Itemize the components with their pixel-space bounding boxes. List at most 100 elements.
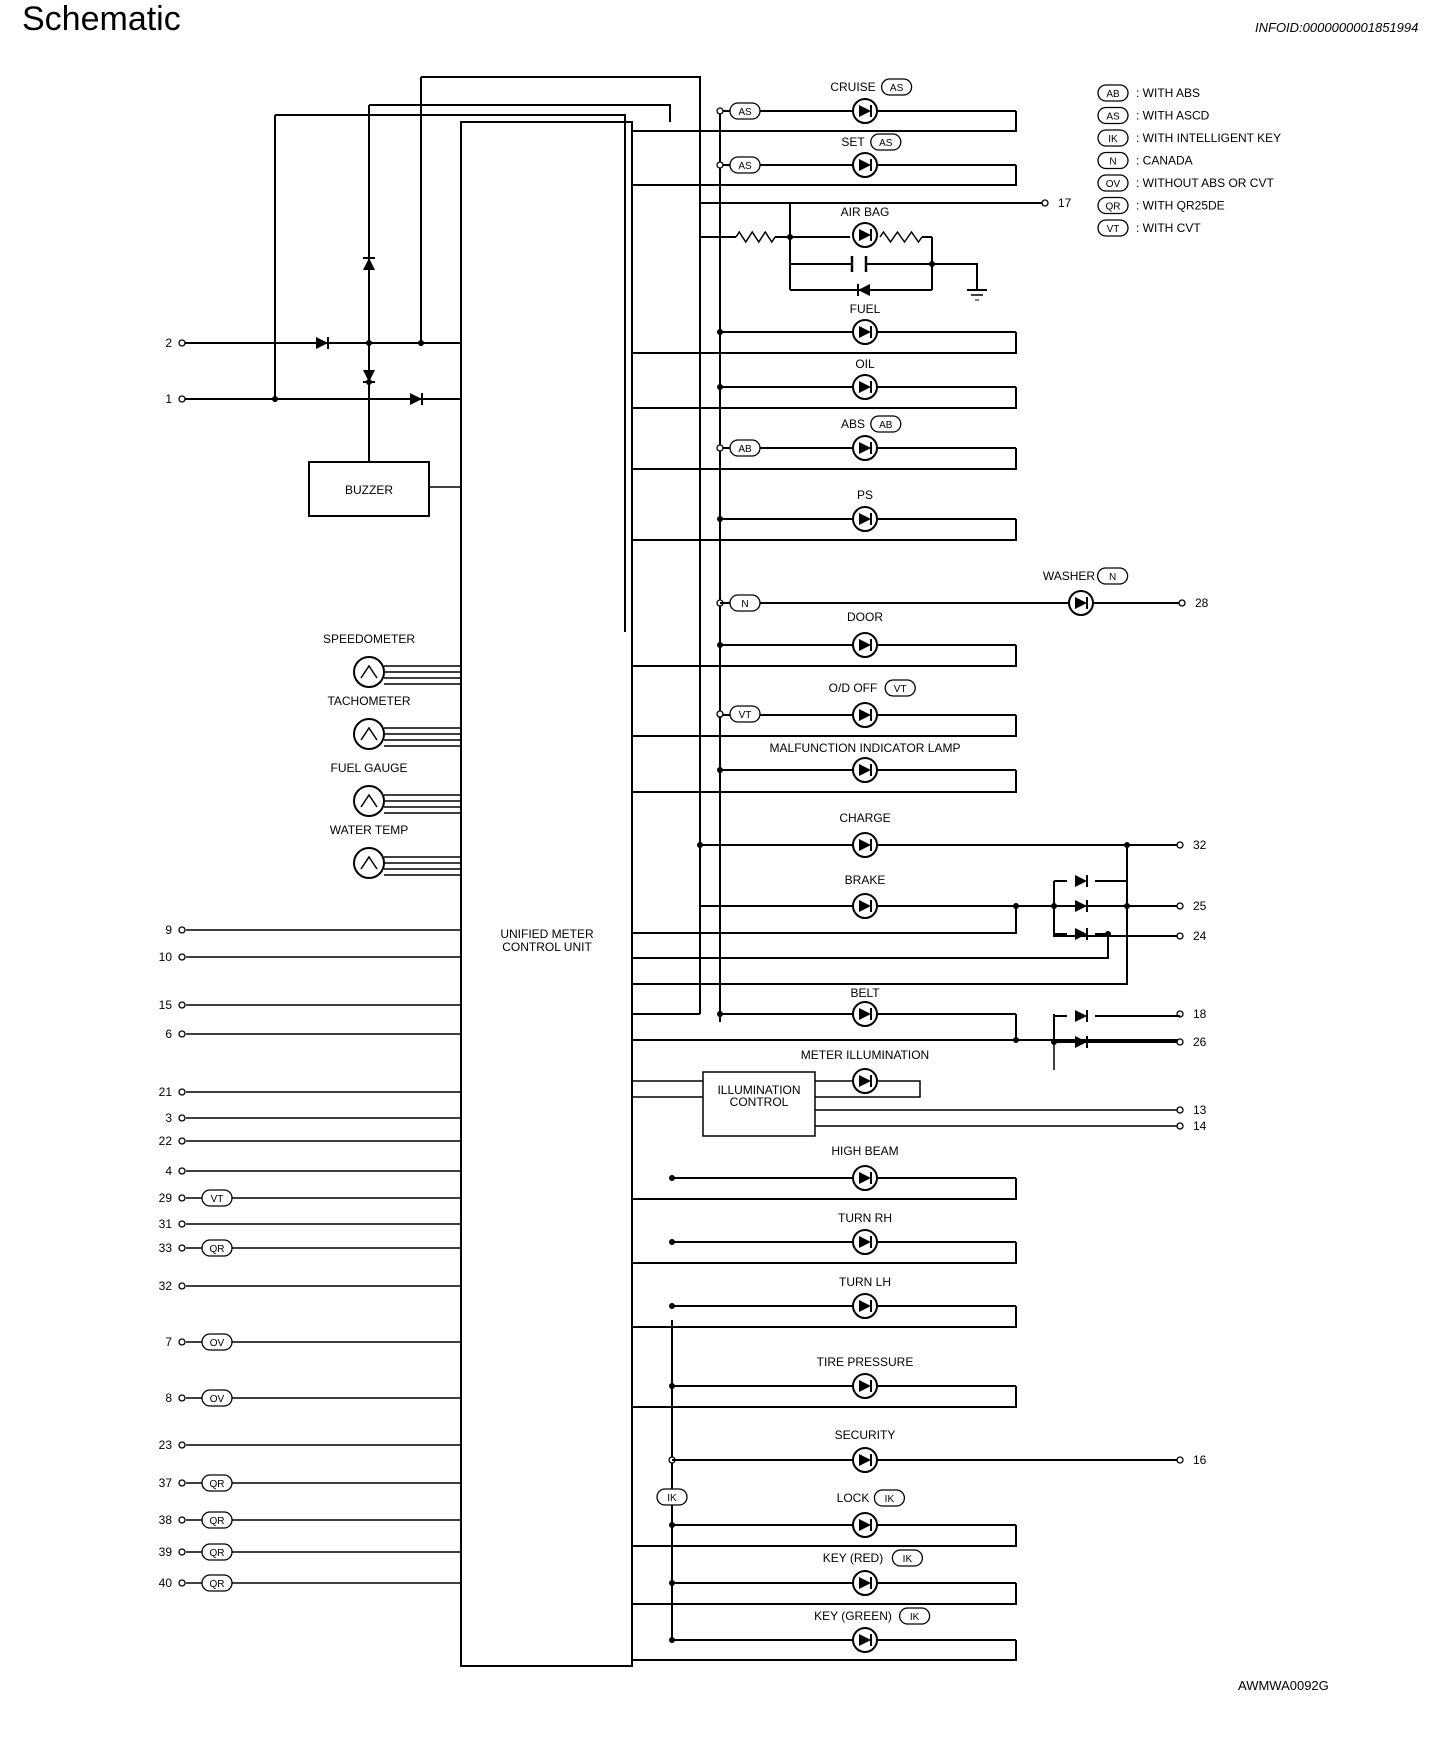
junction-dot [669, 1303, 675, 1309]
lamp-label: LOCK [837, 1491, 870, 1505]
lamp-diode [859, 159, 871, 171]
document-id: INFOID:0000000001851994 [1255, 20, 1419, 35]
option-tag-text: IK [903, 1554, 913, 1565]
terminal-point [1176, 932, 1184, 940]
terminal-point [178, 1001, 186, 1009]
terminal-point [178, 1030, 186, 1038]
junction-dot [669, 1383, 675, 1389]
junction-dot [717, 516, 723, 522]
lamp-diode [859, 1008, 871, 1020]
terminal-number: 38 [159, 1513, 173, 1527]
lamp-diode [859, 442, 871, 454]
lamp-label: AIR BAG [841, 205, 890, 219]
terminal-point [178, 1282, 186, 1290]
terminal-number: 22 [159, 1134, 173, 1148]
wire [632, 1014, 1017, 1041]
terminal-point [178, 1579, 186, 1587]
gauge-label: SPEEDOMETER [323, 632, 415, 646]
option-tag [201, 1574, 233, 1592]
terminal-number: 8 [165, 1391, 172, 1405]
option-tag [201, 1333, 233, 1351]
wire [1016, 1039, 1055, 1070]
terminal-point [716, 444, 724, 452]
terminal-point [178, 1244, 186, 1252]
option-tag [1097, 219, 1129, 237]
gauge-needle [360, 726, 378, 741]
lamp-diode [1075, 597, 1087, 609]
diode-icon [858, 284, 870, 296]
junction-dot [1124, 842, 1130, 848]
gauge-label: TACHOMETER [327, 694, 410, 708]
terminal-number: 6 [165, 1027, 172, 1041]
wire [632, 906, 1128, 985]
terminal-number: 9 [165, 923, 172, 937]
terminal-point [716, 107, 724, 115]
option-tag-text: AB [1106, 89, 1120, 100]
lamp-label: BELT [850, 986, 880, 1000]
junction-dot [669, 1175, 675, 1181]
lamp-diode [859, 326, 871, 338]
option-tag [1096, 567, 1129, 585]
option-tag-text: IK [667, 1493, 677, 1504]
diode-icon [363, 370, 375, 382]
diode-icon [1075, 928, 1087, 940]
lamp-return-wire [632, 715, 1017, 737]
option-tag-text: AS [738, 107, 752, 118]
lamp-label: CRUISE [830, 80, 875, 94]
lamp-diode [859, 1172, 871, 1184]
option-tag [1097, 106, 1129, 125]
lamp-return-wire [632, 111, 1017, 132]
legend-text: : WITH INTELLIGENT KEY [1136, 131, 1281, 145]
option-tag [880, 78, 913, 96]
option-tag [729, 594, 761, 612]
terminal-point [178, 1194, 186, 1202]
lamp-return-wire [632, 1640, 1017, 1661]
terminal-number: 26 [1193, 1035, 1207, 1049]
terminal-number: 28 [1195, 596, 1209, 610]
lamp-diode [859, 839, 871, 851]
lamp-label: HIGH BEAM [831, 1144, 898, 1158]
option-tag-text: IK [910, 1612, 920, 1623]
lamp-return-wire [632, 519, 1017, 541]
option-tag [729, 705, 761, 723]
illumination-control-unit [702, 1071, 816, 1137]
lamp-return-wire [632, 645, 1017, 667]
option-tag-text: QR [210, 1579, 225, 1590]
diode-icon [1075, 1036, 1087, 1048]
diode-icon [1075, 875, 1087, 887]
terminal-number: 31 [159, 1217, 173, 1231]
option-tag-text: AS [738, 161, 752, 172]
legend-text: : WITH QR25DE [1136, 199, 1225, 213]
option-tag [870, 415, 902, 433]
terminal-number: 33 [159, 1241, 173, 1255]
junction-dot [669, 1580, 675, 1586]
terminal-point [178, 1394, 186, 1402]
lamp-diode [859, 764, 871, 776]
lamp-diode [859, 1075, 871, 1087]
terminal-point [178, 1220, 186, 1228]
legend-text: : CANADA [1136, 154, 1193, 168]
terminal-number: 29 [159, 1191, 173, 1205]
junction-dot [697, 842, 703, 848]
terminal-number: 32 [159, 1279, 173, 1293]
lamp-return-wire [632, 448, 1017, 470]
illumination-control-label: ILLUMINATION [717, 1083, 800, 1097]
terminal-point [716, 161, 724, 169]
terminal-point [178, 953, 186, 961]
gauge-icon [353, 847, 385, 879]
terminal-number: 40 [159, 1576, 173, 1590]
legend-text: : WITH ABS [1136, 86, 1200, 100]
wire [275, 114, 626, 632]
lamp-diode [859, 900, 871, 912]
option-tag [201, 1543, 233, 1561]
lamp-diode [859, 1236, 871, 1248]
junction-dot [1105, 931, 1111, 937]
option-tag-text: IK [1108, 134, 1118, 145]
terminal-point [178, 1548, 186, 1556]
terminal-number: 39 [159, 1545, 173, 1559]
terminal-point [1176, 902, 1184, 910]
terminal-point [1041, 199, 1049, 207]
gauge-needle [360, 793, 378, 808]
terminal-number: 2 [165, 336, 172, 350]
